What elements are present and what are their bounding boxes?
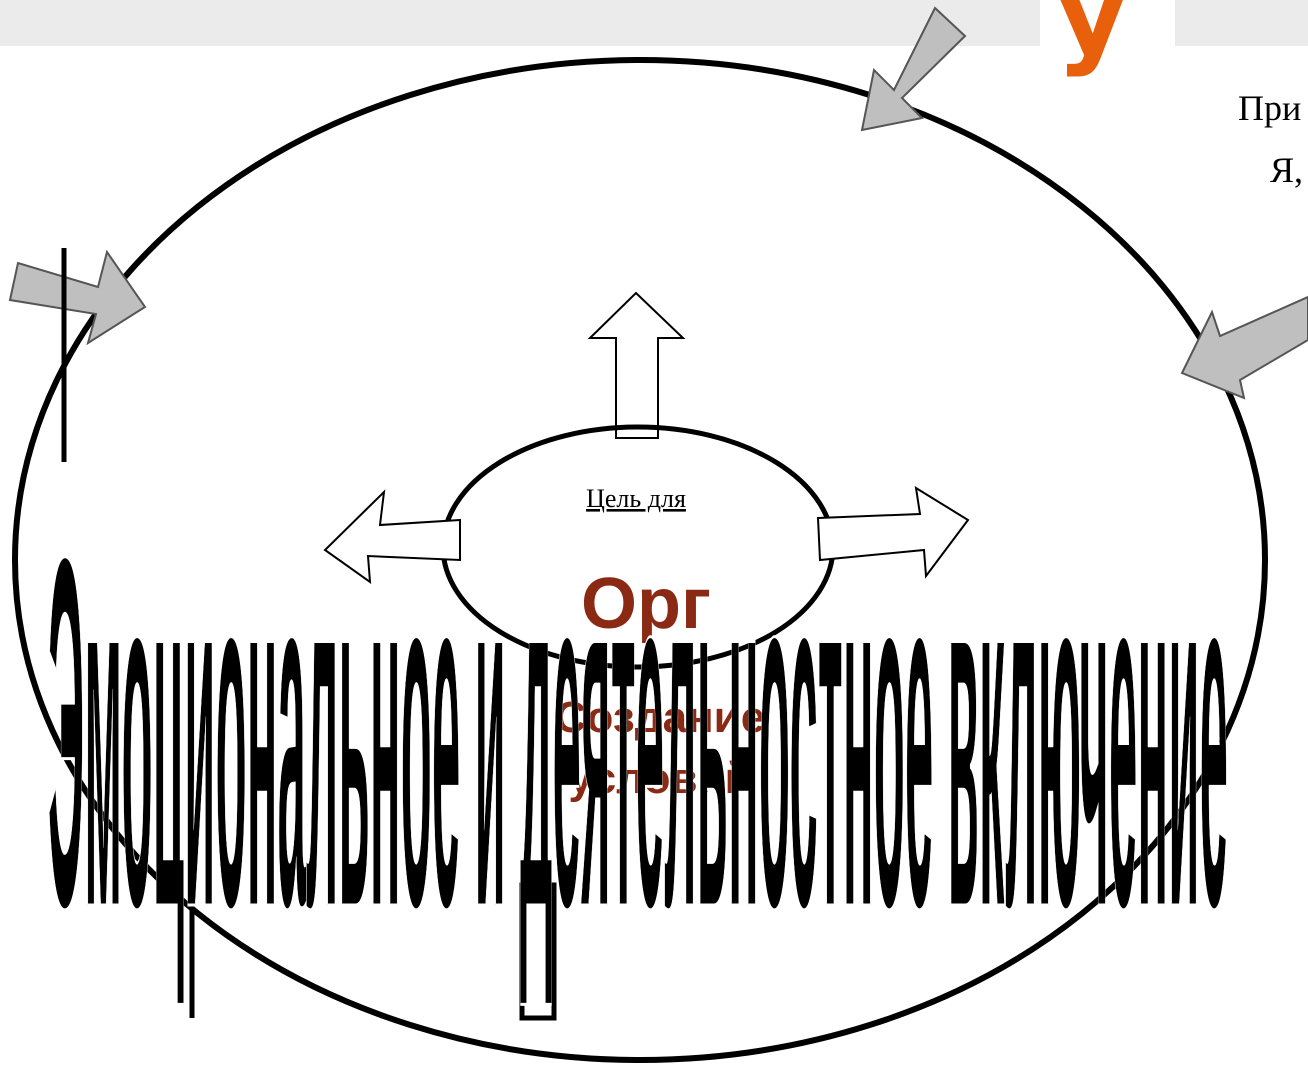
white-up-arrow	[587, 291, 686, 439]
gray-arrow-top-right	[860, 6, 967, 132]
gray-arrow-left	[8, 249, 147, 346]
gray-arrow-right	[1180, 295, 1308, 400]
title-fragment: у	[1056, 0, 1128, 79]
top-bar-right	[1175, 0, 1308, 46]
descender-shape	[519, 882, 557, 1021]
overlay-big-label: Эмоциональное и деятельностное включение	[48, 455, 1228, 1011]
create-conditions-line-2: условий	[568, 754, 751, 803]
white-right-arrow	[816, 486, 970, 579]
side-text-line-2: Я,	[1270, 150, 1304, 190]
top-bar-left	[0, 0, 1040, 46]
center-label: Цель для	[586, 484, 686, 513]
side-text-line-1: При	[1238, 88, 1302, 128]
white-left-arrow	[323, 489, 461, 585]
create-conditions-line-1: Создание	[555, 693, 765, 742]
org-label: Орг	[581, 564, 711, 644]
outer-ellipse	[12, 57, 1268, 1063]
